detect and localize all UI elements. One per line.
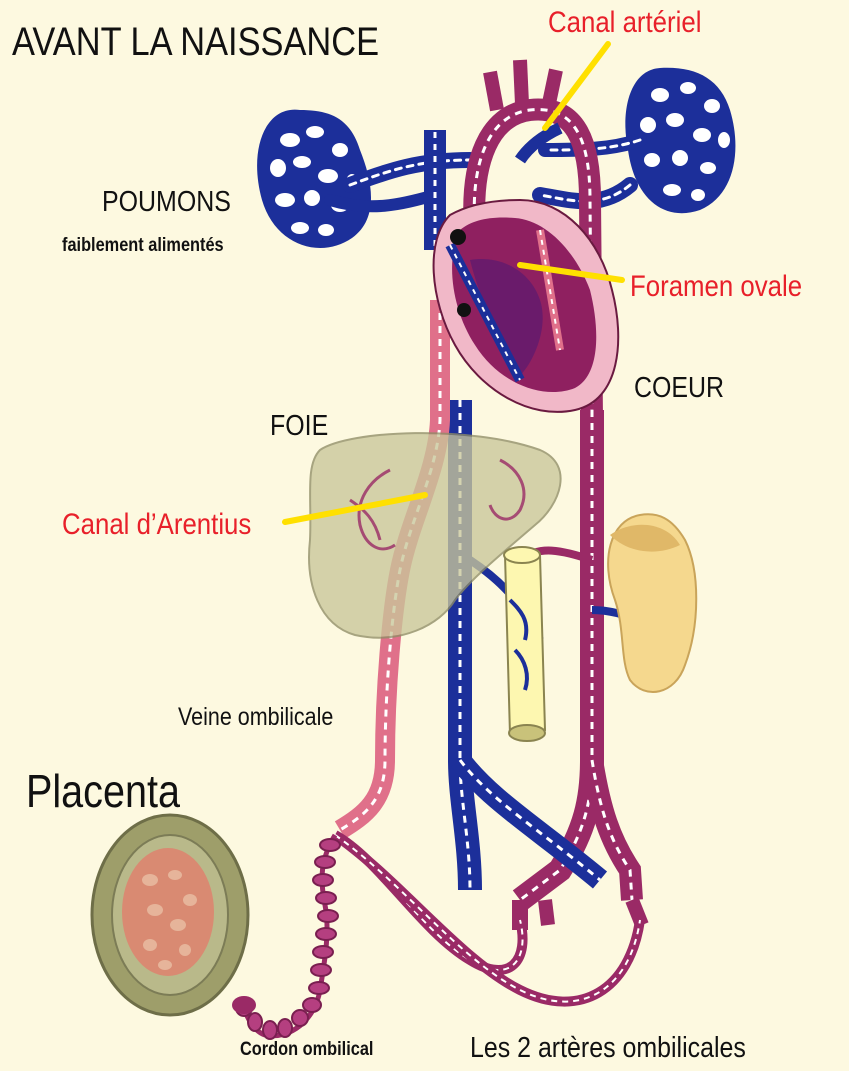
ductus-arteriosus-label: Canal artériel	[548, 8, 701, 38]
heart-label: COEUR	[634, 374, 724, 403]
umbilical-arteries	[335, 835, 640, 1002]
lungs-label: POUMONS	[102, 188, 231, 217]
placenta	[92, 815, 256, 1015]
liver-label: FOIE	[270, 412, 328, 441]
lungs-sublabel: faiblement alimentés	[62, 236, 224, 255]
diagram-title: AVANT LA NAISSANCE	[12, 22, 379, 62]
umbilical-vein-label: Veine ombilicale	[178, 705, 333, 730]
kidney	[608, 514, 696, 692]
ductus-venosus-label: Canal d’Arentius	[62, 510, 251, 540]
foramen-ovale-label: Foramen ovale	[630, 272, 802, 302]
umbilical-cord-label: Cordon ombilical	[240, 1040, 373, 1059]
placenta-label: Placenta	[26, 768, 180, 814]
umbilical-arteries-label: Les 2 artères ombilicales	[470, 1034, 746, 1063]
intestine	[504, 547, 545, 741]
